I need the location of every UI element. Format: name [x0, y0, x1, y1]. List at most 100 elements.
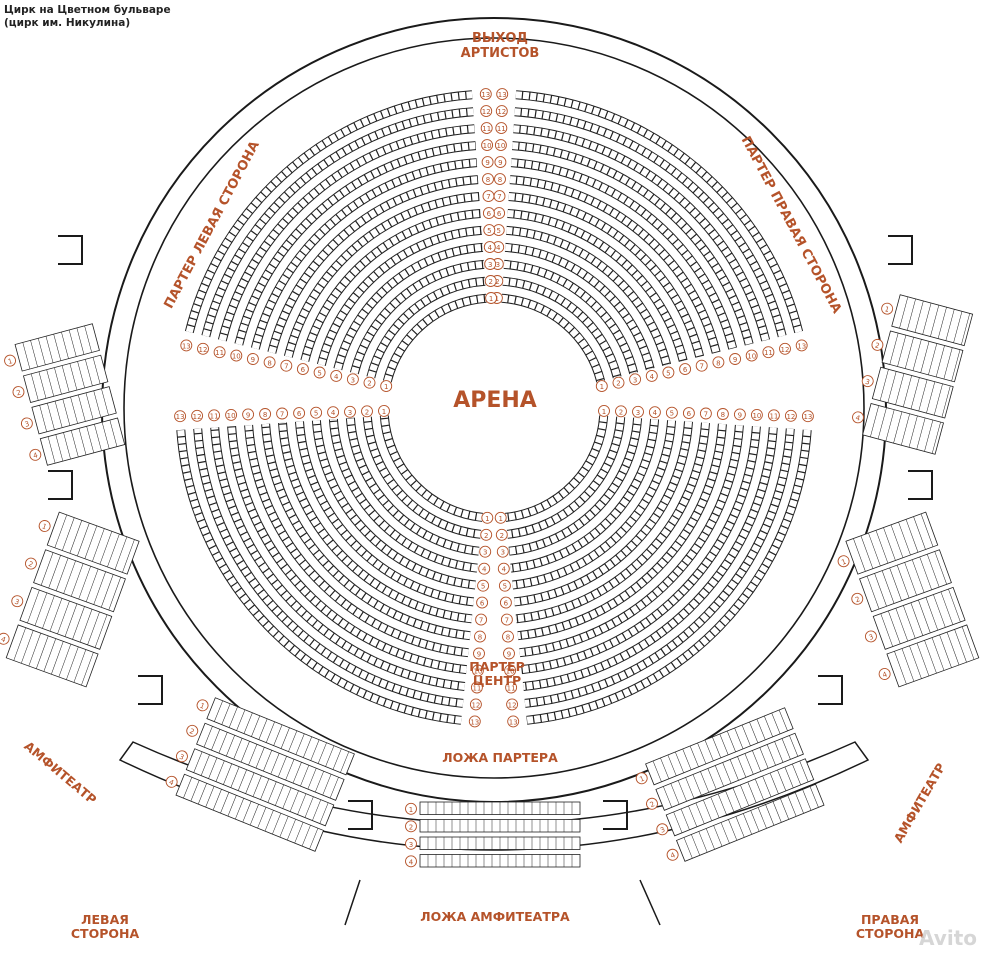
seat-divider	[910, 602, 924, 636]
seat-divider	[713, 825, 723, 847]
row-number: 1	[602, 408, 606, 416]
row-number: 4	[32, 451, 39, 460]
seat-divider	[895, 373, 905, 405]
seat-divider	[799, 760, 809, 782]
seat-divider	[237, 769, 247, 791]
row-number: 5	[503, 583, 507, 591]
row-number: 5	[496, 227, 500, 235]
seat-divider	[85, 392, 94, 420]
seat-divider	[62, 517, 75, 551]
seat-divider	[317, 742, 327, 764]
seat-divider	[76, 327, 85, 355]
seat-row	[251, 159, 478, 350]
arena-label: АРЕНА	[453, 388, 537, 413]
seat-divider	[99, 531, 113, 565]
seat-divider	[717, 793, 727, 815]
seat-divider	[93, 571, 106, 605]
seat-divider	[794, 792, 804, 814]
row-number: 8	[506, 634, 510, 642]
seat-divider	[310, 739, 320, 761]
seat-divider	[109, 419, 118, 447]
seat-divider	[236, 709, 246, 731]
seat-divider	[309, 828, 319, 850]
seat-row	[510, 159, 737, 350]
seat-divider	[252, 775, 262, 797]
row-number: 1	[498, 515, 502, 523]
seat-divider	[920, 513, 934, 547]
row-number: 2	[409, 823, 413, 831]
seat-divider	[954, 629, 967, 663]
seat-divider	[910, 377, 920, 410]
seat-divider	[663, 786, 672, 808]
row-number-marker	[784, 409, 797, 422]
seat-divider	[240, 741, 250, 763]
seat-divider	[868, 532, 881, 567]
row-number-marker	[469, 698, 482, 711]
seat-divider	[889, 333, 899, 365]
seat-divider	[931, 637, 945, 671]
seat-divider	[258, 718, 268, 740]
row-number: 2	[616, 380, 620, 388]
amphi-seat-row	[185, 748, 335, 827]
seat-divider	[228, 706, 238, 728]
row-number-marker	[405, 855, 417, 868]
row-number: 4	[653, 409, 658, 417]
seat-row	[504, 243, 654, 370]
row-number-marker	[310, 406, 323, 419]
row-number-marker	[213, 346, 226, 359]
seat-row	[228, 426, 467, 674]
seat-divider	[198, 783, 207, 805]
row-number: 9	[477, 651, 481, 659]
row-number: 11	[482, 125, 491, 133]
amphi-seat-row	[871, 366, 954, 419]
row-number-marker	[477, 579, 490, 592]
seat-divider	[77, 523, 90, 557]
row-number-marker	[475, 613, 488, 626]
amphitheatre-box-divider-right	[639, 879, 661, 926]
entrance-bracket	[888, 235, 913, 265]
seat-divider	[249, 804, 259, 826]
row-number: 7	[497, 193, 501, 201]
seat-divider	[919, 556, 932, 590]
row-number-marker	[476, 596, 489, 609]
row-number-marker	[330, 369, 343, 382]
watermark: Avito	[919, 926, 977, 950]
seat-row	[350, 260, 485, 375]
row-number-marker	[499, 596, 512, 609]
row-number-marker	[495, 105, 508, 118]
row-number: 13	[481, 91, 490, 99]
row-number: 13	[176, 413, 185, 421]
seat-divider	[78, 566, 91, 600]
row-number-marker	[598, 404, 610, 417]
seat-divider	[789, 735, 799, 757]
entrance-bracket	[138, 675, 163, 705]
seat-divider	[273, 724, 283, 746]
seat-divider	[319, 802, 329, 824]
seat-divider	[257, 807, 267, 829]
row-number-marker	[500, 613, 513, 626]
seat-divider	[692, 774, 702, 796]
seat-row	[296, 421, 474, 606]
row-number-marker	[699, 407, 712, 420]
row-number-marker	[733, 408, 746, 421]
row-number: 4	[650, 373, 655, 381]
seat-divider	[47, 436, 56, 464]
seat-divider	[54, 367, 62, 395]
seat-divider	[652, 760, 662, 782]
row-number: 9	[498, 159, 502, 167]
seat-divider	[707, 768, 717, 790]
seat-divider	[84, 325, 92, 353]
row-number: 2	[619, 408, 623, 416]
row-number-marker	[230, 349, 243, 362]
seat-divider	[62, 398, 71, 426]
seat-divider	[36, 635, 49, 669]
row-number-marker	[4, 354, 17, 367]
seat-divider	[248, 744, 258, 766]
row-number: 13	[182, 342, 191, 350]
seat-divider	[92, 528, 105, 562]
seat-divider	[221, 703, 231, 725]
seat-divider	[114, 536, 128, 570]
seat-divider	[223, 763, 233, 785]
row-number: 1	[638, 775, 645, 784]
